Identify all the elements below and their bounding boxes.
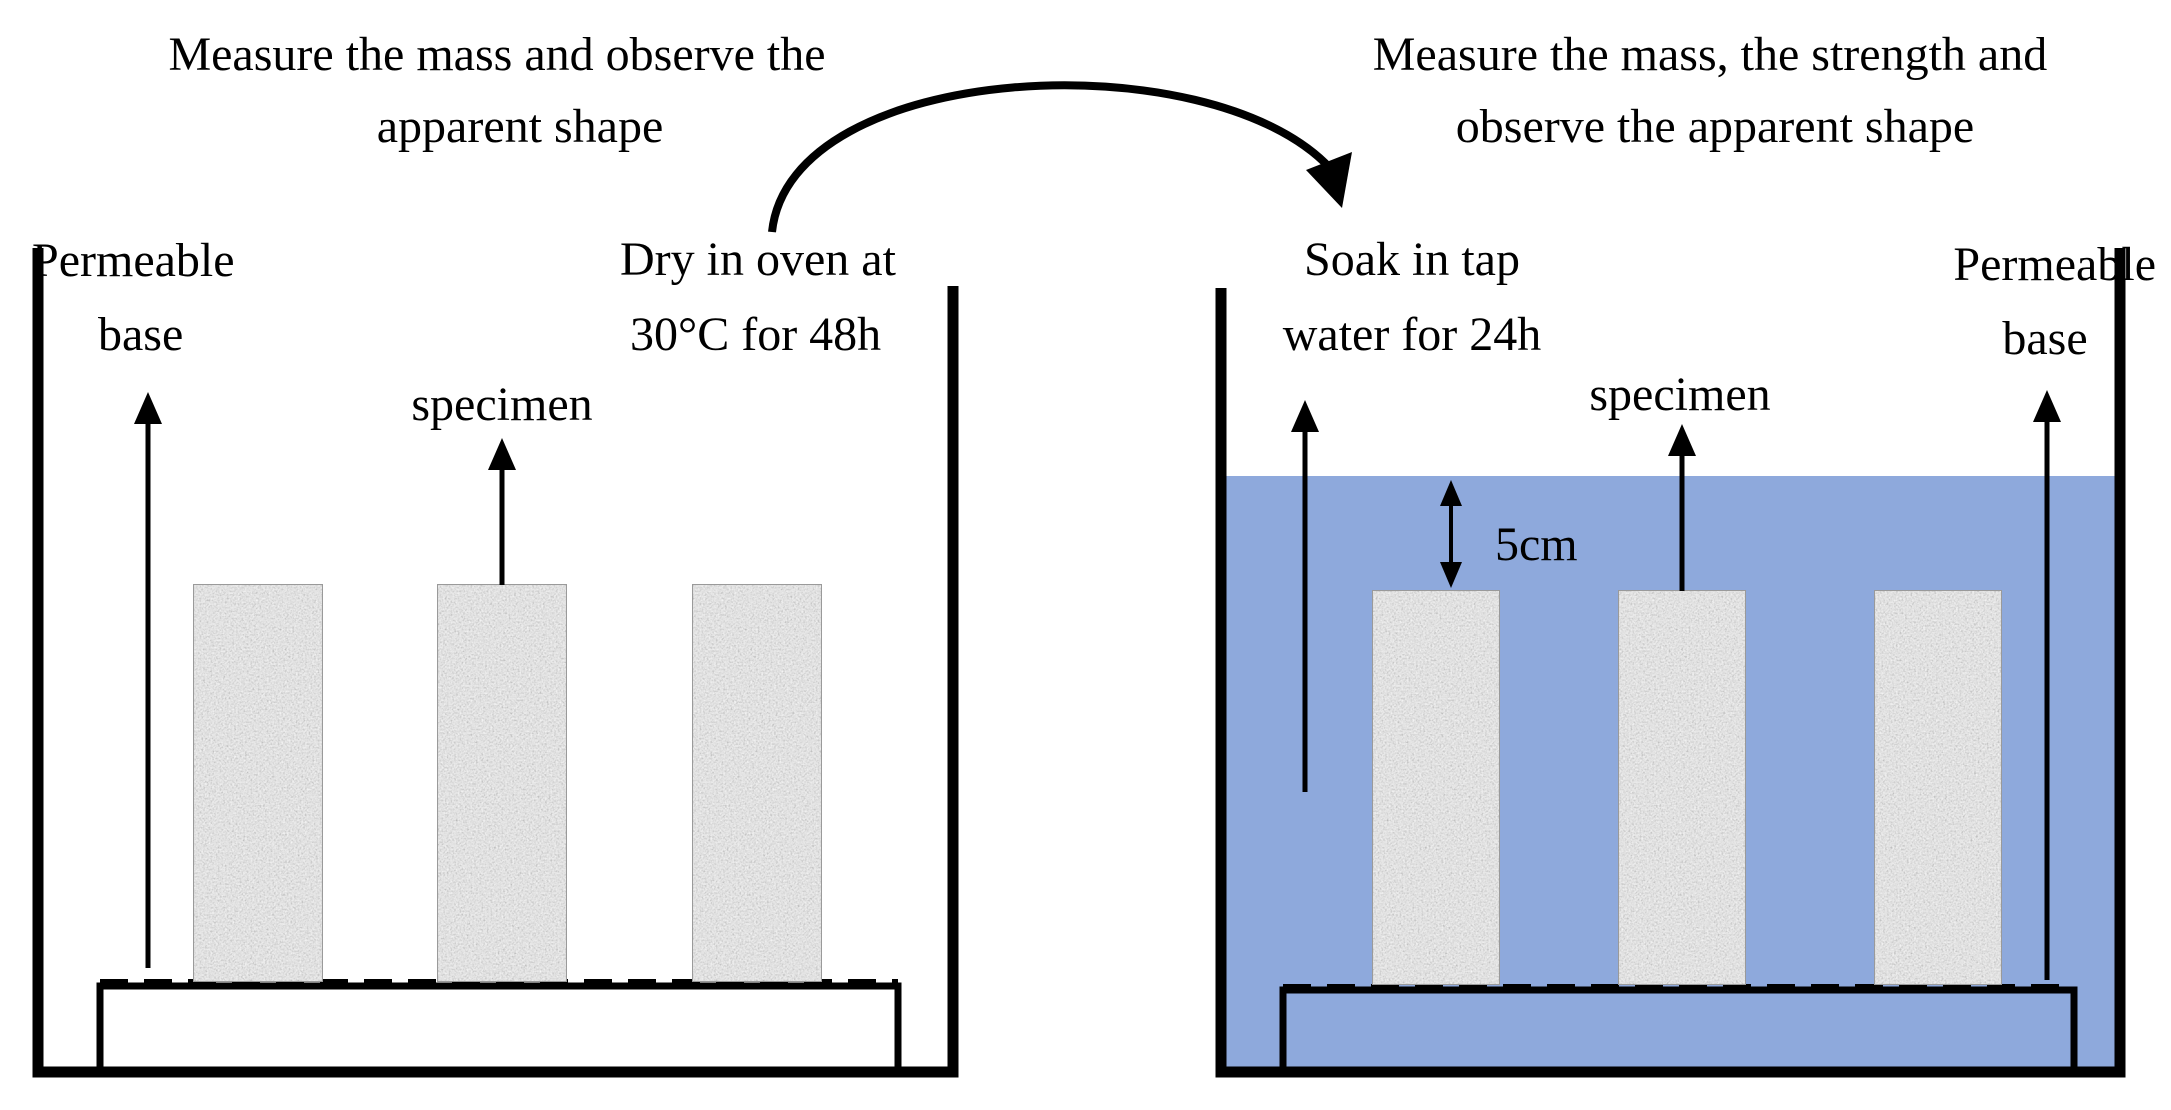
right-panel: 5cm Measure the mass, the strength and o…: [1215, 28, 2156, 1078]
right-caption-line-2: observe the apparent shape: [1456, 100, 1974, 153]
left-process-line-2: 30°C for 48h: [630, 308, 881, 361]
arrow-up-icon: [1668, 424, 1696, 591]
curved-arrow-icon: [768, 81, 1352, 233]
left-container: [32, 248, 959, 1078]
depth-label: 5cm: [1495, 518, 1578, 571]
arrow-up-icon: [134, 392, 162, 968]
left-caption-line-2: apparent shape: [377, 100, 664, 153]
left-base-label-line-1: Permeable: [32, 234, 235, 287]
right-process-line-1: Soak in tap: [1304, 233, 1520, 286]
left-process-line-1: Dry in oven at: [620, 233, 897, 286]
left-panel: Measure the mass and observe the apparen…: [32, 28, 959, 1078]
arrow-up-icon: [488, 438, 516, 585]
arrow-up-icon: [2033, 390, 2061, 980]
right-base-label-line-1: Permeable: [1953, 238, 2156, 291]
left-base-label-line-2: base: [98, 308, 183, 361]
right-caption-line-1: Measure the mass, the strength and: [1373, 28, 2047, 81]
left-base-frame: [96, 982, 902, 1072]
depth-dimension-arrow: [1440, 480, 1462, 588]
arrow-up-icon: [1291, 400, 1319, 792]
left-caption-line-1: Measure the mass and observe the: [168, 28, 825, 81]
right-base-frame: [1279, 986, 2078, 1072]
right-container: [1215, 248, 2126, 1078]
right-process-line-2: water for 24h: [1283, 308, 1542, 361]
left-specimen-label: specimen: [411, 378, 592, 431]
right-specimen-label: specimen: [1589, 368, 1770, 421]
right-base-label-line-2: base: [2002, 312, 2087, 365]
